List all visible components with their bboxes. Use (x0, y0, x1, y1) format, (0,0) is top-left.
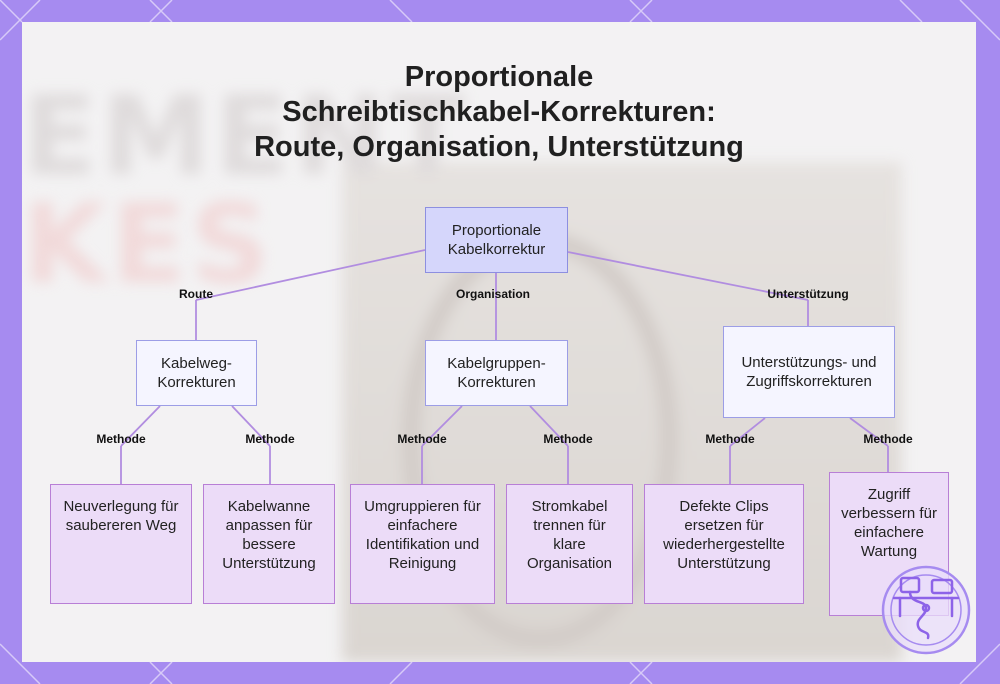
edge-org-leaf3 (421, 405, 463, 447)
node-route: Kabelweg-Korrekturen (136, 340, 257, 406)
edge-route-leaf2 (231, 405, 271, 447)
edge-label-method-1: Methode (96, 432, 146, 446)
title-line-3: Route, Organisation, Unterstützung (254, 131, 744, 163)
edge-route-leaf1 (120, 405, 161, 447)
node-organisation: Kabelgruppen-Korrekturen (425, 340, 568, 406)
node-leaf-5: Defekte Clips ersetzen für wiederhergest… (644, 484, 804, 604)
desk-cable-logo-icon (881, 565, 971, 655)
edge-label-method-3: Methode (397, 432, 447, 446)
edge-label-support: Unterstützung (767, 287, 849, 301)
node-leaf-2: Kabelwanne anpassen für bessere Unterstü… (203, 484, 335, 604)
edge-label-method-5: Methode (705, 432, 755, 446)
title-line-2: Schreibtischkabel-Korrekturen: (282, 96, 716, 128)
node-root: Proportionale Kabelkorrektur (425, 207, 568, 273)
edge-label-method-4: Methode (543, 432, 593, 446)
edge-root-support (567, 251, 809, 301)
node-leaf-4: Stromkabel trennen für klare Organisatio… (506, 484, 633, 604)
edge-root-route (195, 249, 426, 301)
edge-label-organisation: Organisation (455, 287, 531, 301)
edge-support-leaf6 (849, 417, 889, 447)
node-support: Unterstützungs- und Zugriffskorrekturen (723, 326, 895, 418)
edge-label-method-6: Methode (863, 432, 913, 446)
diagram-title: Proportionale Schreibtischkabel-Korrektu… (22, 60, 976, 165)
edge-label-method-2: Methode (245, 432, 295, 446)
edge-support-leaf5 (729, 417, 766, 447)
edge-label-route: Route (179, 287, 213, 301)
node-leaf-3: Umgruppieren für einfachere Identifikati… (350, 484, 495, 604)
node-leaf-1: Neuverlegung für saubereren Weg (50, 484, 192, 604)
title-line-1: Proportionale (404, 61, 594, 93)
edge-org-leaf4 (529, 405, 569, 447)
